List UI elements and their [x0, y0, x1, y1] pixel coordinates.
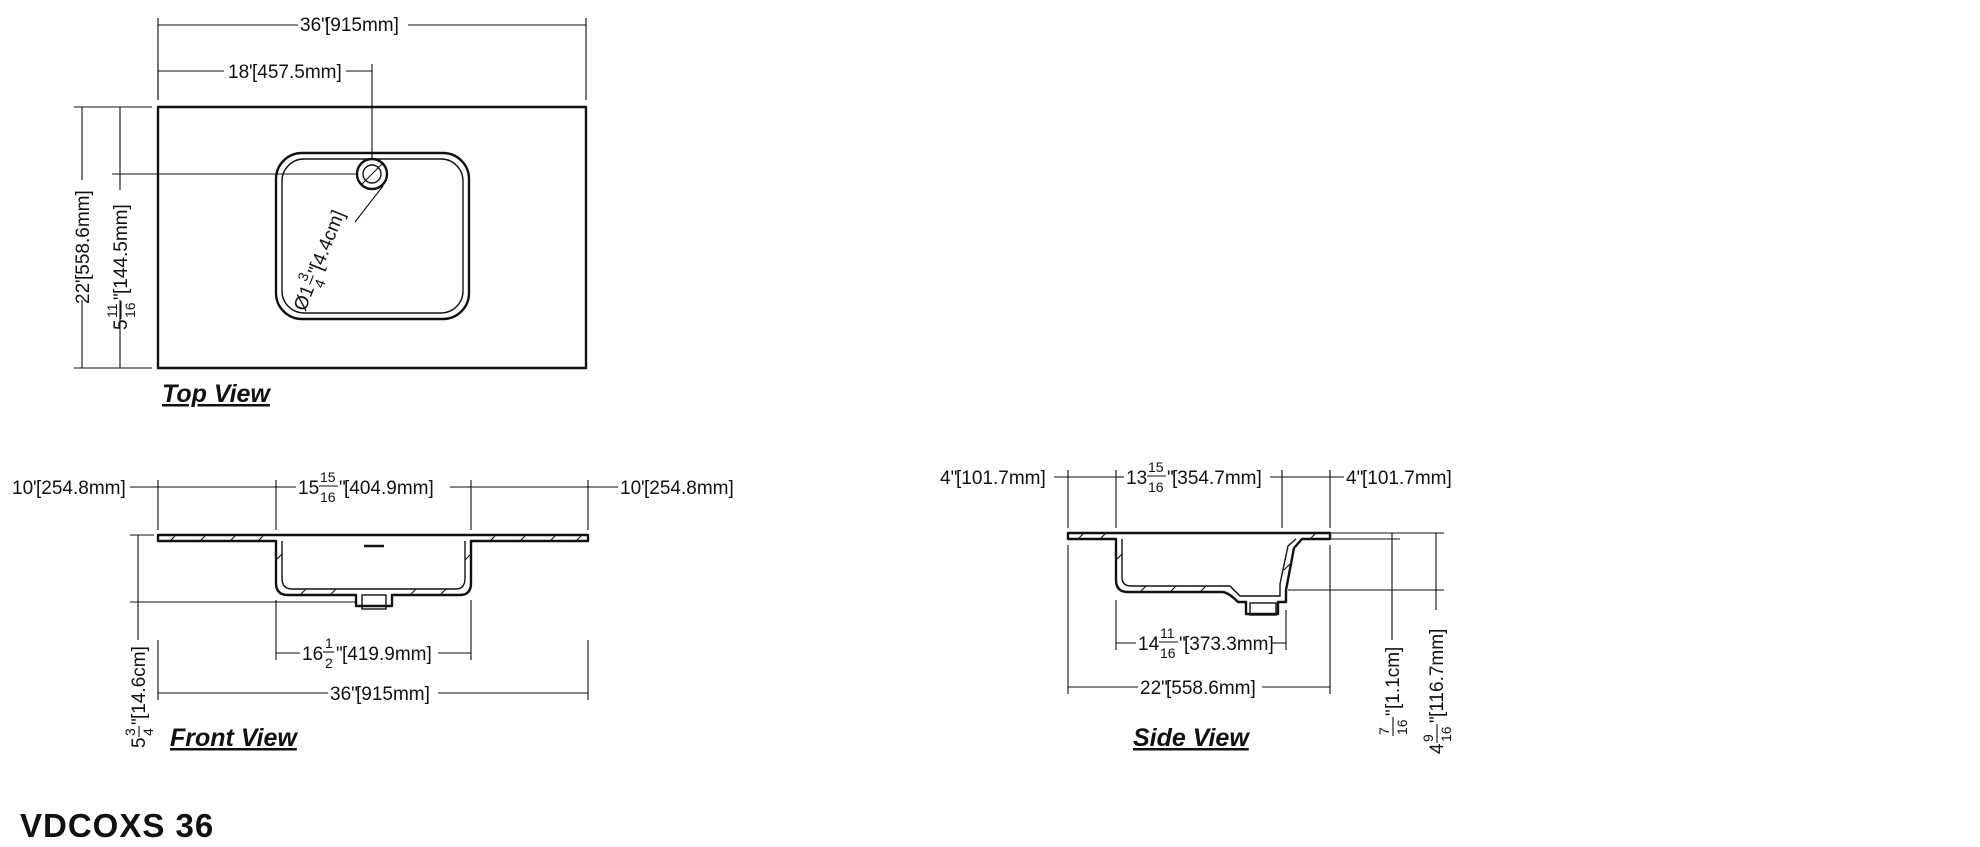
front-bowl-outer-num: 1	[325, 635, 333, 651]
top-drain-back-whole: 5	[111, 319, 132, 330]
side-front-metric: [101.7mm]	[956, 468, 1046, 489]
front-bowl-outer-metric: [419.9mm]	[342, 644, 432, 665]
front-view-title: Front View	[170, 724, 298, 752]
front-bowl-outer-den: 2	[325, 655, 333, 671]
side-view: 4" [101.7mm] 13 15 16 " [354.7mm] 4" [10…	[940, 459, 1454, 754]
side-front-main: 4"	[940, 468, 957, 489]
front-right-main: 10"	[620, 478, 648, 499]
side-depth-metric: [558.6mm]	[1166, 678, 1256, 699]
side-height-unit: "	[1427, 716, 1448, 723]
side-bowl-outer-den: 16	[1160, 645, 1176, 661]
front-bowl-inner-unit: "	[339, 478, 346, 499]
top-drain-back-den: 16	[122, 302, 138, 318]
top-drain-offset-main: 18"	[228, 62, 256, 83]
top-view-drain-outer	[355, 157, 389, 191]
front-height-whole: 5	[129, 737, 150, 748]
front-view-bowl-inner	[281, 541, 466, 590]
side-depth-main: 22"	[1140, 678, 1168, 699]
front-view-section-outline	[156, 533, 590, 608]
top-drain-dia-prefix: Ø1	[290, 282, 319, 313]
side-height-metric: [116.7mm]	[1427, 629, 1448, 717]
front-height-num: 3	[122, 728, 138, 736]
front-bowl-outer-whole: 16	[302, 644, 323, 665]
front-width-metric: [915mm]	[356, 684, 430, 705]
front-bowl-outer-unit: "	[336, 644, 343, 665]
side-height-den: 16	[1438, 726, 1454, 742]
side-bowl-outer-metric: [373.3mm]	[1184, 634, 1274, 655]
top-view: 36" [915mm] 18" [457.5mm] 22" [558.6mm] …	[73, 15, 588, 408]
top-drain-back-unit: "	[111, 293, 132, 300]
side-view-title: Side View	[1133, 724, 1250, 752]
front-bowl-inner-metric: [404.9mm]	[344, 478, 434, 499]
side-back-metric: [101.7mm]	[1362, 468, 1452, 489]
top-drain-dia-metric: [4.4cm]	[307, 207, 350, 273]
top-depth-main: 22"	[73, 276, 94, 304]
top-view-drain-inner	[362, 164, 382, 184]
side-bowl-outer-whole: 14	[1138, 634, 1160, 655]
side-bowl-inner-whole: 13	[1126, 468, 1147, 489]
model-name: VDCOXS 36	[20, 807, 214, 844]
top-drain-back-metric: [144.5mm]	[111, 204, 132, 294]
side-bowl-outer-num: 11	[1160, 625, 1175, 641]
side-lip-unit: "	[1383, 709, 1404, 716]
side-height-num: 9	[1420, 734, 1436, 742]
front-left-metric: [254.8mm]	[36, 478, 126, 499]
front-right-metric: [254.8mm]	[644, 478, 734, 499]
top-width-main: 36"	[300, 15, 328, 36]
front-width-main: 36"	[330, 684, 358, 705]
side-height-whole: 4	[1427, 743, 1448, 754]
front-bowl-inner-num: 15	[320, 469, 336, 485]
side-lip-metric: [1.1cm]	[1383, 647, 1404, 709]
top-depth-metric: [558.6mm]	[73, 190, 94, 280]
front-height-den: 4	[140, 728, 156, 736]
front-view-hatching	[169, 534, 583, 596]
top-view-title: Top View	[162, 380, 271, 408]
side-view-hatching	[1077, 532, 1317, 593]
side-bowl-inner-num: 15	[1148, 459, 1164, 475]
side-view-section-outline	[1066, 531, 1332, 616]
side-view-bowl-inner	[1121, 538, 1297, 597]
side-bowl-outer-unit: "	[1179, 634, 1186, 655]
top-drain-back-num: 11	[104, 303, 120, 318]
front-bowl-inner-whole: 15	[298, 478, 319, 499]
front-view: 10" [254.8mm] 15 15 16 " [404.9mm] 10" […	[12, 469, 734, 752]
side-lip-den: 16	[1394, 719, 1410, 735]
top-width-metric: [915mm]	[325, 15, 399, 36]
front-height-unit: "	[129, 718, 150, 725]
top-drain-offset-metric: [457.5mm]	[252, 62, 342, 83]
side-bowl-inner-unit: "	[1167, 468, 1174, 489]
front-left-main: 10"	[12, 478, 40, 499]
side-bowl-inner-metric: [354.7mm]	[1172, 468, 1262, 489]
side-back-main: 4"	[1346, 468, 1363, 489]
front-height-metric: [14.6cm]	[129, 646, 150, 719]
side-bowl-inner-den: 16	[1148, 479, 1164, 495]
side-lip-num: 7	[1376, 727, 1392, 735]
front-bowl-inner-den: 16	[320, 489, 336, 505]
